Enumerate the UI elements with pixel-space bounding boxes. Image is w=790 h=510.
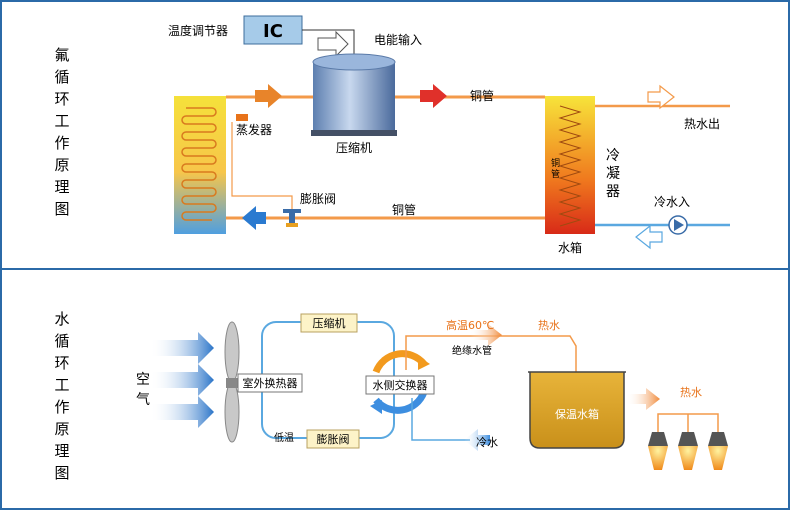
cold-water-pipe	[411, 398, 470, 441]
cold-water-arrow-icon	[635, 224, 663, 250]
top-title-char: 理	[54, 178, 69, 196]
compressor-box-label: 压缩机	[313, 316, 346, 330]
air-label-char: 气	[136, 392, 150, 408]
flow-arrow-red-icon	[420, 84, 447, 108]
condenser-label-char: 器	[606, 184, 620, 200]
expansion-valve-label: 膨胀阀	[300, 192, 336, 206]
evaporator-fitting	[236, 114, 248, 121]
hot-water-out-arrow-icon	[626, 388, 660, 410]
hot-water-label-1: 热水	[538, 319, 560, 332]
bottom-title-char: 原	[54, 420, 69, 438]
air-flow-arrow-icon	[150, 364, 214, 396]
top-title-char: 作	[54, 134, 69, 152]
flow-arrow-orange-icon	[255, 84, 282, 108]
high-temp-label: 高温60℃	[446, 318, 494, 332]
compressor-label: 压缩机	[336, 140, 372, 155]
copper-pipe-vertical-char: 管	[551, 168, 560, 180]
bottom-title-char: 理	[54, 442, 69, 460]
bottom-title-char: 循	[54, 332, 69, 350]
copper-pipe-vertical-char: 铜	[551, 157, 560, 169]
pump-icon	[668, 215, 688, 235]
water-exchanger-label: 水侧交换器	[373, 378, 428, 392]
ic-connector	[302, 29, 355, 58]
bottom-title-char: 水	[54, 310, 69, 328]
air-flow-arrow-icon	[150, 396, 214, 428]
top-title-char: 图	[54, 200, 69, 218]
evaporator	[174, 96, 226, 234]
bottom-title-char: 图	[54, 464, 69, 482]
power-input-label: 电能输入	[374, 32, 422, 47]
bottom-side-title: 水 循 环 工 作 原 理 图	[54, 310, 69, 482]
cold-water-label: 冷水	[476, 436, 498, 449]
hot-water-flow-arrow-icon	[470, 324, 502, 346]
storage-tank-label: 保温水箱	[555, 407, 599, 421]
thermostat-label: 温度调节器	[168, 23, 228, 38]
expansion-valve-box-label: 膨胀阀	[317, 432, 350, 446]
capillary-tube	[231, 122, 293, 212]
insulated-pipe-label: 绝缘水管	[452, 344, 492, 357]
water-exchanger-box	[365, 375, 435, 395]
shower-head-icon	[648, 432, 668, 470]
outdoor-exchanger-box	[237, 373, 303, 393]
section-divider	[0, 268, 790, 270]
storage-tank	[528, 371, 626, 449]
shower-head-icon	[678, 432, 698, 470]
water-exchanger-cycle-icon	[370, 350, 430, 414]
shower-head-icon	[708, 432, 728, 470]
copper-pipe-top-label: 铜管	[470, 88, 494, 103]
hot-water-arrow-icon	[647, 84, 675, 110]
top-title-char: 环	[54, 90, 69, 108]
top-title-char: 循	[54, 68, 69, 86]
top-side-title: 氟 循 环 工 作 原 理 图	[54, 46, 69, 218]
condenser-label-char: 凝	[606, 166, 620, 182]
ic-label: IC	[263, 21, 283, 42]
cold-water-in-label: 冷水入	[654, 195, 690, 209]
top-title-char: 原	[54, 156, 69, 174]
compressor-box	[300, 313, 358, 333]
compressor	[311, 53, 397, 136]
evaporator-label: 蒸发器	[236, 122, 272, 137]
low-temp-label: 低温	[274, 431, 294, 444]
hot-water-label-2: 热水	[680, 386, 702, 399]
power-input-arrow-icon	[317, 30, 349, 58]
outdoor-exchanger-label: 室外换热器	[243, 376, 298, 390]
air-label-char: 空	[136, 372, 150, 388]
hot-water-out-label: 热水出	[684, 117, 720, 131]
bottom-title-char: 环	[54, 354, 69, 372]
copper-pipe-bottom-label: 铜管	[392, 202, 416, 217]
hot-water-pipe	[405, 335, 577, 372]
expansion-valve-icon	[283, 209, 301, 227]
water-tank-label: 水箱	[558, 240, 582, 255]
bottom-title-char: 作	[54, 398, 69, 416]
condenser-label-char: 冷	[606, 148, 620, 164]
top-title-char: 工	[54, 112, 69, 130]
expansion-valve-box	[306, 429, 360, 449]
fan-icon	[224, 321, 240, 443]
flow-arrow-blue-icon	[242, 206, 266, 230]
condenser-tank	[545, 96, 595, 234]
top-title-char: 氟	[54, 46, 69, 64]
bottom-title-char: 工	[54, 376, 69, 394]
cold-water-flow-arrow-icon	[464, 429, 490, 451]
air-flow-arrow-icon	[150, 332, 214, 364]
